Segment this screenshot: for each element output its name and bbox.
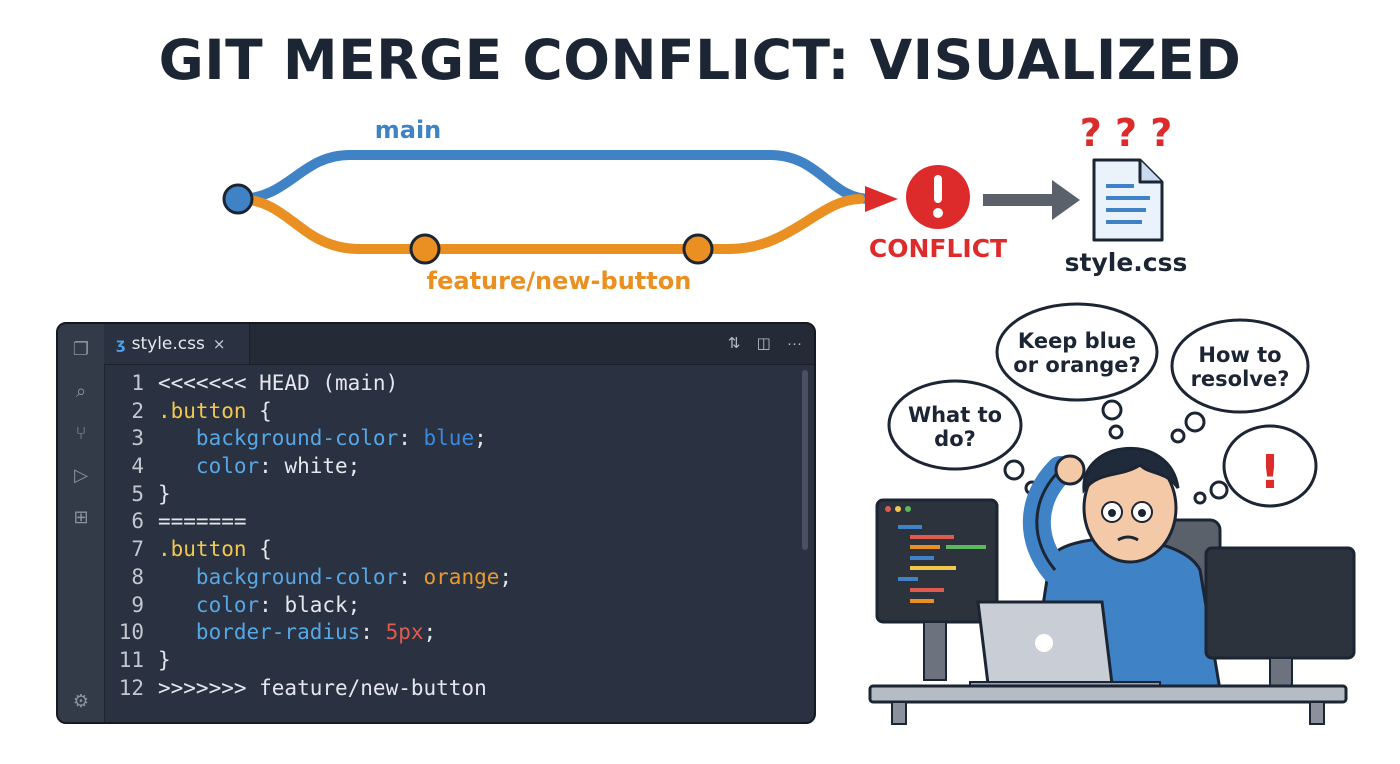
code-editor: ❐ ⌕ ⑂ ▷ ⊞ ⚙ ʒ style.css × ⇅ ◫ ··· 1 <<<<<<<… — [56, 322, 816, 724]
extensions-icon[interactable]: ⊞ — [73, 507, 89, 527]
code-line[interactable]: 6 ======= — [104, 508, 798, 536]
code-token: >>>>>>> feature/new-button — [158, 675, 487, 700]
conflict-label: CONFLICT — [869, 234, 1007, 263]
code-token: ; — [474, 426, 487, 451]
tab-bar: ʒ style.css × ⇅ ◫ ··· — [104, 324, 814, 365]
close-icon[interactable]: × — [212, 335, 226, 353]
code-token: .button — [158, 537, 247, 562]
scrollbar[interactable] — [802, 370, 808, 550]
line-number: 9 — [131, 592, 144, 617]
line-number: 8 — [131, 564, 144, 589]
arrow-right-icon — [1052, 180, 1080, 220]
code-line[interactable]: 4 color: white; — [104, 453, 798, 481]
files-icon[interactable]: ❐ — [72, 339, 90, 359]
line-number: 11 — [118, 647, 144, 672]
code-area[interactable]: 1 <<<<<<< HEAD (main) 2 .button {3 backgrou… — [104, 370, 798, 702]
editor-actions: ⇅ ◫ ··· — [716, 324, 802, 364]
feature-branch-label: feature/new-button — [427, 267, 692, 295]
start-commit-node — [222, 183, 254, 215]
run-debug-icon[interactable]: ▷ — [74, 465, 88, 485]
feature-branch-line — [233, 194, 865, 254]
activity-bar: ❐ ⌕ ⑂ ▷ ⊞ ⚙ — [58, 324, 105, 722]
code-line[interactable]: 2 .button { — [104, 398, 798, 426]
code-token: ======= — [158, 509, 247, 534]
tab-style-css[interactable]: ʒ style.css × — [104, 324, 250, 364]
main-branch-line — [233, 150, 875, 204]
tab-label: style.css — [131, 334, 205, 354]
code-token: ; — [499, 564, 513, 589]
thought-bubble-what-to-do — [887, 379, 1040, 496]
code-token: } — [158, 481, 171, 506]
split-editor-icon[interactable]: ◫ — [756, 335, 771, 352]
code-line[interactable]: 9 color: black; — [104, 592, 798, 620]
code-token: : — [398, 564, 424, 589]
line-number: 5 — [131, 481, 144, 506]
code-token: <<<<<<< HEAD (main) — [158, 371, 399, 395]
line-number: 6 — [131, 509, 144, 534]
line-number: 4 — [131, 454, 144, 479]
code-line[interactable]: 8 background-color: orange; — [104, 564, 798, 592]
more-actions-icon[interactable]: ··· — [787, 335, 802, 352]
code-line[interactable]: 7 .button { — [104, 536, 798, 564]
code-token: { — [246, 537, 272, 562]
code-token: : white; — [259, 454, 361, 479]
desk — [868, 684, 1348, 725]
code-token: color — [158, 592, 260, 617]
code-token: color — [158, 454, 260, 479]
compare-changes-icon[interactable]: ⇅ — [727, 335, 741, 352]
code-line[interactable]: 11} — [104, 647, 798, 675]
code-token: 5px — [385, 620, 424, 645]
code-token: border-radius — [158, 620, 361, 645]
feature-commit-node — [409, 233, 441, 265]
code-token: background-color — [158, 426, 399, 451]
arrow-shaft — [983, 194, 1055, 206]
thought-bubble-alert — [1193, 424, 1318, 508]
main-branch-label: main — [375, 116, 442, 144]
developer-figure — [1022, 446, 1222, 692]
settings-gear-icon[interactable]: ⚙ — [72, 691, 90, 711]
code-token: blue — [423, 426, 475, 451]
code-token: .button — [158, 398, 247, 423]
source-control-icon[interactable]: ⑂ — [75, 423, 87, 443]
exclamation-icon — [906, 165, 970, 229]
thought-text-alert: ! — [1260, 445, 1281, 499]
code-line[interactable]: 12 >>>>>>> feature/new-button — [104, 675, 798, 703]
code-token: : — [398, 426, 424, 451]
left-monitor — [875, 498, 999, 681]
line-number: 12 — [118, 675, 144, 700]
line-number: 1 — [131, 371, 144, 395]
code-token: : black; — [259, 592, 361, 617]
code-token: orange — [423, 564, 500, 589]
document-icon — [1092, 158, 1164, 242]
code-token: { — [246, 398, 272, 423]
css3-icon: ʒ — [116, 335, 126, 353]
file-name-label: style.css — [1065, 248, 1188, 277]
search-icon[interactable]: ⌕ — [75, 381, 87, 401]
page-title: GIT MERGE CONFLICT: VISUALIZED — [158, 28, 1242, 92]
code-token: ; — [423, 620, 437, 645]
line-number: 7 — [131, 537, 144, 562]
thought-bubble-keep-blue — [995, 302, 1159, 440]
code-line[interactable]: 5} — [104, 481, 798, 509]
merge-arrow-icon — [865, 186, 898, 212]
code-token: : — [360, 620, 386, 645]
line-number: 2 — [131, 398, 144, 423]
thought-bubble-how-to-resolve — [1170, 318, 1310, 444]
question-marks: ? ? ? — [1080, 111, 1173, 155]
code-line[interactable]: 3 background-color: blue; — [104, 425, 798, 453]
line-number: 10 — [118, 620, 144, 645]
code-token: } — [158, 647, 171, 672]
code-line[interactable]: 10 border-radius: 5px; — [104, 619, 798, 647]
right-monitor — [1204, 546, 1356, 687]
feature-commit-node — [682, 233, 714, 265]
code-token: background-color — [158, 564, 399, 589]
line-number: 3 — [131, 426, 144, 451]
code-line[interactable]: 1 <<<<<<< HEAD (main) — [104, 370, 798, 398]
